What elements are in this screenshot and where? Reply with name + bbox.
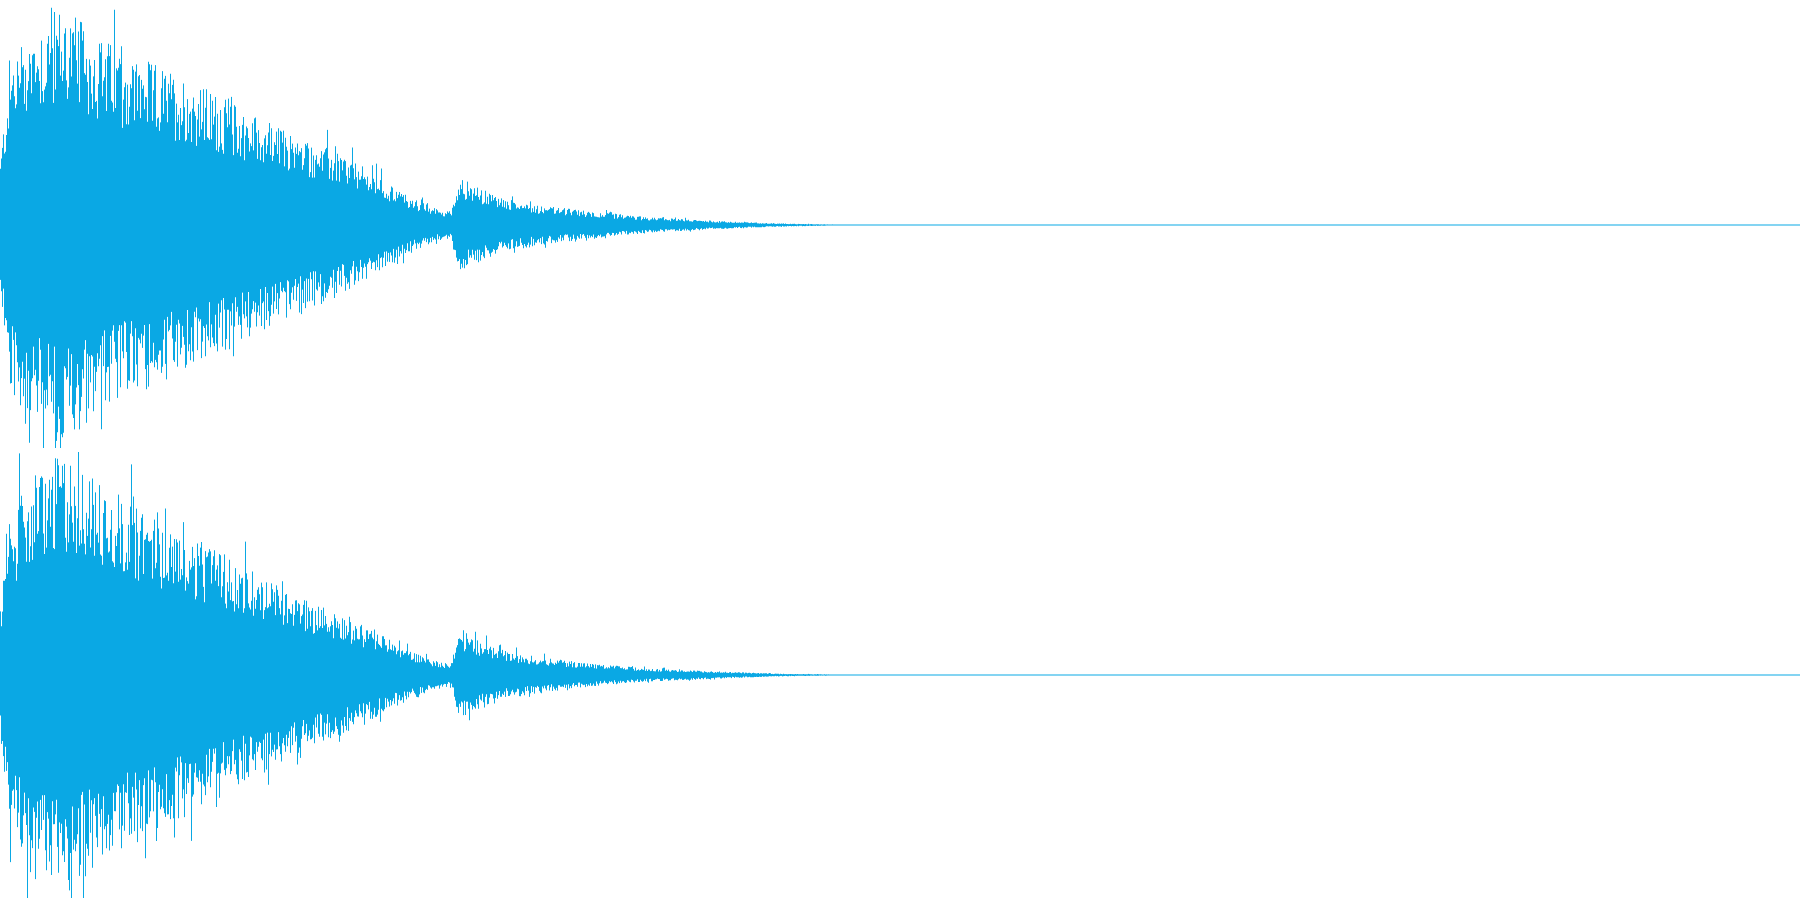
waveform-channel-1[interactable] [0,0,1800,450]
waveform-channel-1-signal [0,7,843,448]
waveform-channel-2[interactable] [0,450,1800,900]
waveform-channel-1-svg [0,7,1800,448]
waveform-channel-2-svg [0,452,1800,898]
